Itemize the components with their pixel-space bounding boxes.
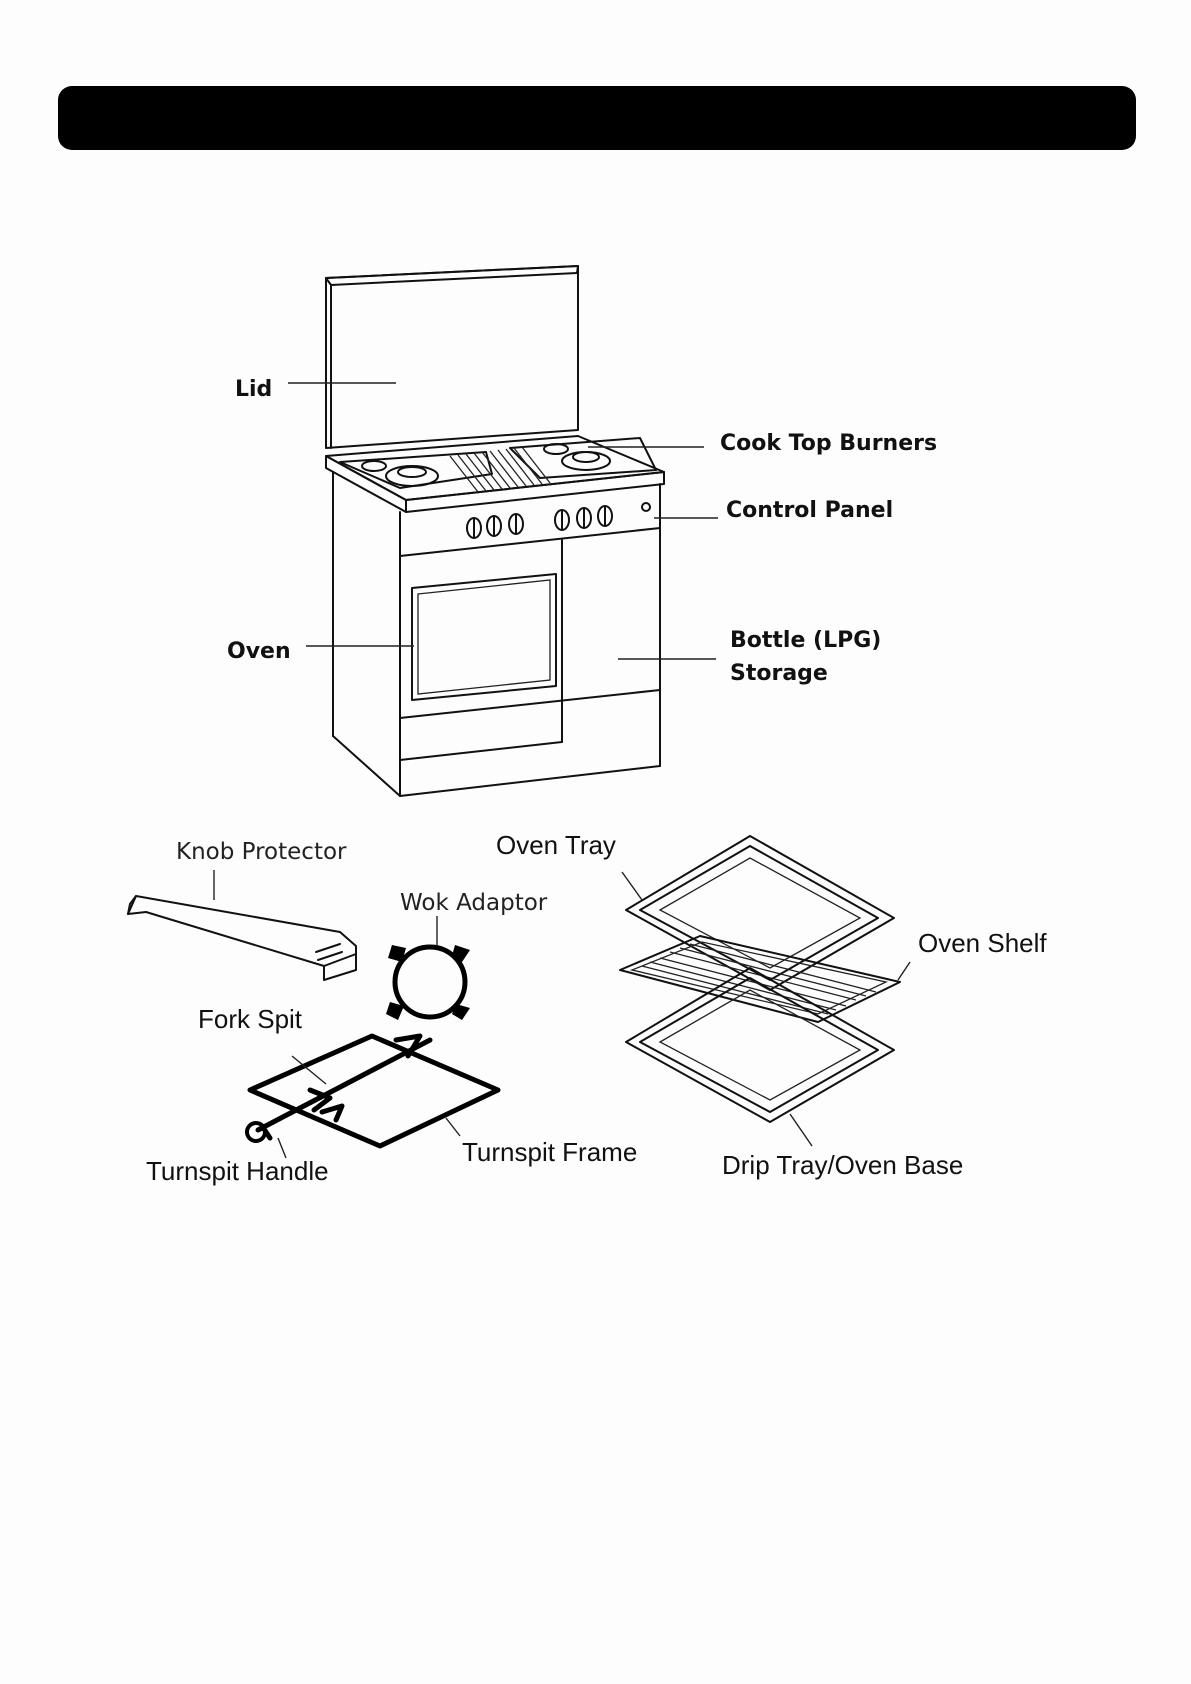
label-bottle-storage-line1: Bottle (LPG) (730, 628, 881, 653)
turnspit-drawing (247, 1036, 498, 1158)
label-cook-top-burners: Cook Top Burners (720, 431, 937, 456)
wok-adaptor-drawing (386, 916, 470, 1020)
cooker-illustration: Lid Cook Top Burners Control Panel Oven … (227, 266, 937, 796)
label-lid: Lid (235, 377, 272, 402)
label-control-panel: Control Panel (726, 498, 893, 523)
label-bottle-storage-line2: Storage (730, 661, 828, 686)
accessories-illustration: Knob Protector Wok Adaptor Fork Spit Tur… (128, 830, 1047, 1186)
label-oven: Oven (227, 639, 291, 664)
label-oven-tray: Oven Tray (496, 830, 616, 860)
oven-tray-drawing (622, 836, 894, 990)
knob-protector-drawing (128, 870, 356, 980)
oven-shelf-drawing (620, 936, 910, 1022)
label-turnspit-frame: Turnspit Frame (462, 1137, 637, 1167)
drip-tray-drawing (626, 968, 894, 1146)
label-drip-tray-oven-base: Drip Tray/Oven Base (722, 1150, 963, 1180)
label-oven-shelf: Oven Shelf (918, 928, 1047, 958)
label-turnspit-handle: Turnspit Handle (146, 1156, 329, 1186)
label-wok-adaptor: Wok Adaptor (400, 890, 548, 916)
label-knob-protector: Knob Protector (176, 839, 347, 865)
lid-drawing (326, 266, 578, 448)
label-fork-spit: Fork Spit (198, 1004, 303, 1034)
